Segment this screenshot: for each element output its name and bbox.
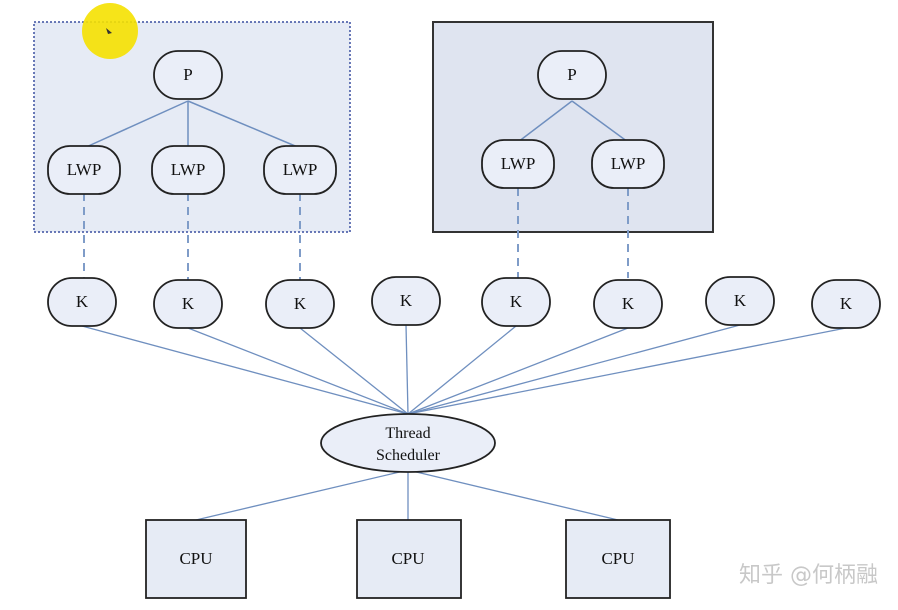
kernel-label-4: K bbox=[400, 291, 413, 310]
kernel-label-7: K bbox=[734, 291, 747, 310]
scheduler-label-line2: Scheduler bbox=[376, 447, 441, 464]
kernel-node-3 bbox=[265, 279, 335, 329]
kernel-node-4 bbox=[371, 276, 441, 326]
left-lwp-label-2: LWP bbox=[171, 160, 206, 179]
kernel-label-2: K bbox=[182, 294, 195, 313]
cursor-icon bbox=[106, 28, 112, 34]
left-lwp-node-2 bbox=[151, 145, 225, 195]
left-lwp-label-1: LWP bbox=[67, 160, 102, 179]
kernel-node-7 bbox=[705, 276, 775, 326]
lwp-kernel-dashes bbox=[83, 188, 629, 280]
scheduler-label-line1: Thread bbox=[385, 425, 430, 442]
cpu-label-1: CPU bbox=[179, 549, 212, 568]
cpu-label-2: CPU bbox=[391, 549, 424, 568]
right-p-node bbox=[537, 50, 607, 100]
kernel-label-3: K bbox=[294, 294, 307, 313]
right-p-label: P bbox=[567, 65, 576, 84]
kernel-label-1: K bbox=[76, 292, 89, 311]
right-process-edges bbox=[517, 100, 629, 143]
watermark-text: 知乎 @何柄融 bbox=[739, 563, 878, 588]
cpu-label-3: CPU bbox=[601, 549, 634, 568]
kernel-node-8 bbox=[811, 279, 881, 329]
kernel-node-1 bbox=[47, 277, 117, 327]
kernel-label-6: K bbox=[622, 294, 635, 313]
left-p-node bbox=[153, 50, 223, 100]
cpu-box-3 bbox=[565, 519, 671, 599]
left-process-edges bbox=[83, 100, 301, 149]
kernel-node-2 bbox=[153, 279, 223, 329]
kernel-label-8: K bbox=[840, 294, 853, 313]
right-lwp-label-2: LWP bbox=[611, 154, 646, 173]
right-lwp-node-1 bbox=[481, 139, 555, 189]
left-lwp-node-3 bbox=[263, 145, 337, 195]
kernel-scheduler-edges bbox=[81, 324, 847, 415]
kernel-label-5: K bbox=[510, 292, 523, 311]
cursor-highlight bbox=[82, 3, 138, 59]
cpu-box-2 bbox=[356, 519, 462, 599]
left-lwp-label-3: LWP bbox=[283, 160, 318, 179]
thread-scheduler-node bbox=[320, 413, 496, 473]
right-lwp-node-2 bbox=[591, 139, 665, 189]
right-lwp-label-1: LWP bbox=[501, 154, 536, 173]
kernel-node-6 bbox=[593, 279, 663, 329]
kernel-node-5 bbox=[481, 277, 551, 327]
left-lwp-node-1 bbox=[47, 145, 121, 195]
cpu-box-1 bbox=[145, 519, 247, 599]
left-p-label: P bbox=[183, 65, 192, 84]
scheduler-cpu-edges bbox=[195, 469, 619, 521]
